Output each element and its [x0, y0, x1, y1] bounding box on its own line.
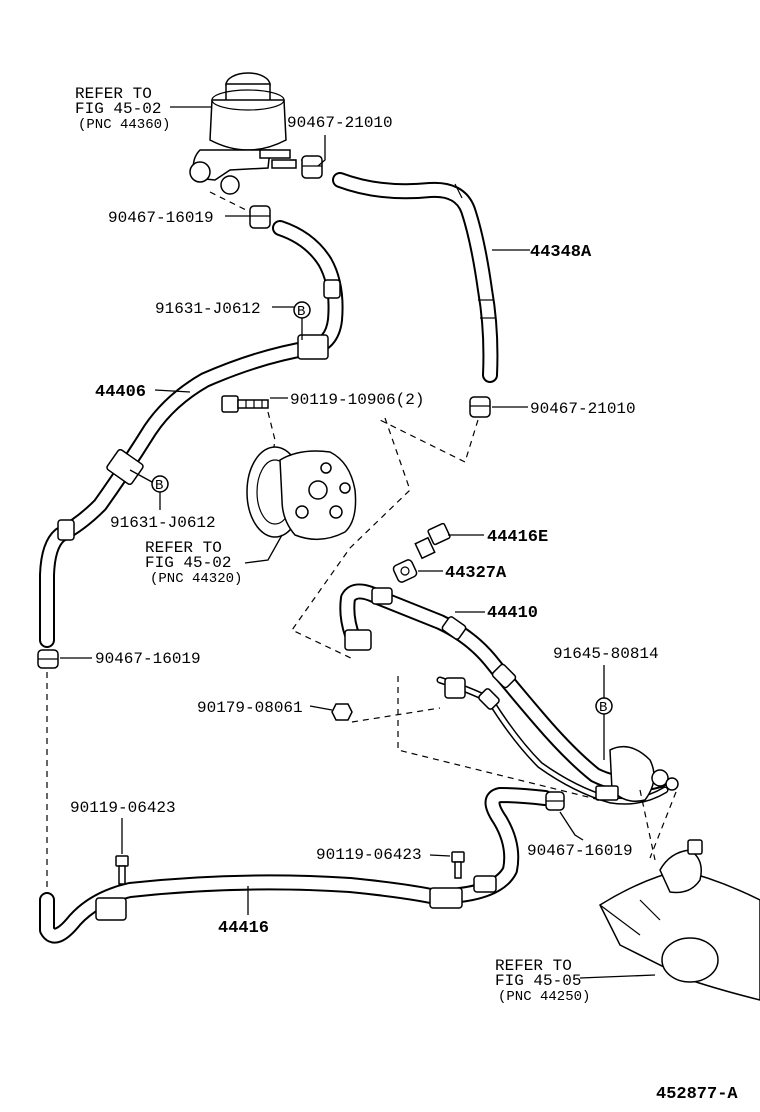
label-nut-08061[interactable]: 90179-08061	[197, 699, 303, 717]
ref-pump-line3: (PNC 44320)	[150, 571, 242, 587]
pipe-44416[interactable]	[39, 787, 553, 944]
label-clamp-16019-left[interactable]: 90467-16019	[95, 650, 201, 668]
leader-nut-08061	[309, 705, 333, 711]
label-grommet-j0612-top[interactable]: 91631-J0612	[155, 300, 261, 318]
label-grommet-80814[interactable]: 91645-80814	[553, 645, 659, 663]
label-gasket-44327a[interactable]: 44327A	[445, 564, 507, 583]
hose-44348a[interactable]	[332, 172, 499, 383]
leader-grommet-mid-up	[129, 469, 153, 483]
ref-gear-line1: REFER TO	[495, 957, 572, 975]
label-clamp-16019-top[interactable]: 90467-16019	[108, 209, 214, 227]
leader-bolt-06423-mid	[429, 854, 451, 857]
pump-illustration	[246, 446, 357, 541]
label-clamp-21010-top[interactable]: 90467-21010	[287, 114, 393, 132]
marker-b-top: B	[297, 304, 305, 320]
clamp-21010-top[interactable]	[301, 155, 323, 179]
label-bolt-10906[interactable]: 90119-10906(2)	[290, 391, 424, 409]
label-hose-44348a[interactable]: 44348A	[530, 243, 592, 262]
clamp-21010-mid[interactable]	[469, 396, 491, 418]
marker-b-right: B	[599, 700, 607, 716]
ref-gear-line2: FIG 45-05	[495, 972, 581, 990]
dash-bracket-box	[397, 676, 601, 801]
ref-reservoir-line1: REFER TO	[75, 85, 152, 103]
ref-pump-line1: REFER TO	[145, 539, 222, 557]
leader-ref-gear	[579, 974, 656, 979]
label-pipe-44416[interactable]: 44416	[218, 919, 269, 938]
clamp-16019-top[interactable]	[249, 205, 271, 229]
leader-clamp-16019-right	[559, 811, 584, 841]
leader-ref-pump	[244, 534, 283, 564]
dash-reservoir-lower	[209, 191, 251, 213]
label-union-44416e[interactable]: 44416E	[487, 528, 548, 547]
dash-clamp-pump	[379, 419, 479, 463]
marker-b-mid: B	[155, 478, 163, 494]
dash-pipe-gear-2	[639, 789, 656, 861]
pipe-44406[interactable]	[39, 220, 344, 648]
clamp-16019-left[interactable]	[37, 649, 59, 669]
ref-gear-line3: (PNC 44250)	[498, 989, 590, 1005]
dash-pump-box	[291, 417, 411, 661]
dash-nut-bracket	[351, 707, 441, 723]
nut-08061[interactable]	[331, 703, 353, 721]
label-clamp-21010-mid[interactable]: 90467-21010	[530, 400, 636, 418]
ref-reservoir-line3: (PNC 44360)	[78, 117, 170, 133]
steering-gear-illustration	[599, 839, 760, 1001]
union-bolt-44416e[interactable]	[414, 522, 451, 560]
dash-pipe-gear	[649, 791, 677, 859]
bolt-10906[interactable]	[221, 395, 269, 413]
gasket-44327a[interactable]	[392, 559, 418, 584]
label-clamp-16019-right[interactable]: 90467-16019	[527, 842, 633, 860]
label-pipe-44410[interactable]: 44410	[487, 604, 538, 623]
label-grommet-j0612-mid[interactable]: 91631-J0612	[110, 514, 216, 532]
label-bolt-06423-left[interactable]: 90119-06423	[70, 799, 176, 817]
label-pipe-44406[interactable]: 44406	[95, 383, 146, 402]
leader-pipe-44406	[154, 389, 191, 393]
label-bolt-06423-mid[interactable]: 90119-06423	[316, 846, 422, 864]
reservoir-illustration	[189, 72, 297, 195]
leader-clamp-21010-top	[317, 135, 326, 167]
clamp-16019-right[interactable]	[545, 791, 565, 811]
pipe-44410[interactable]	[339, 583, 679, 805]
ref-reservoir-line2: FIG 45-02	[75, 100, 161, 118]
bolt-06423-mid[interactable]	[451, 851, 465, 879]
bolt-06423-left[interactable]	[115, 855, 129, 885]
ref-pump-line2: FIG 45-02	[145, 554, 231, 572]
illustration-number: 452877-A	[656, 1085, 738, 1104]
